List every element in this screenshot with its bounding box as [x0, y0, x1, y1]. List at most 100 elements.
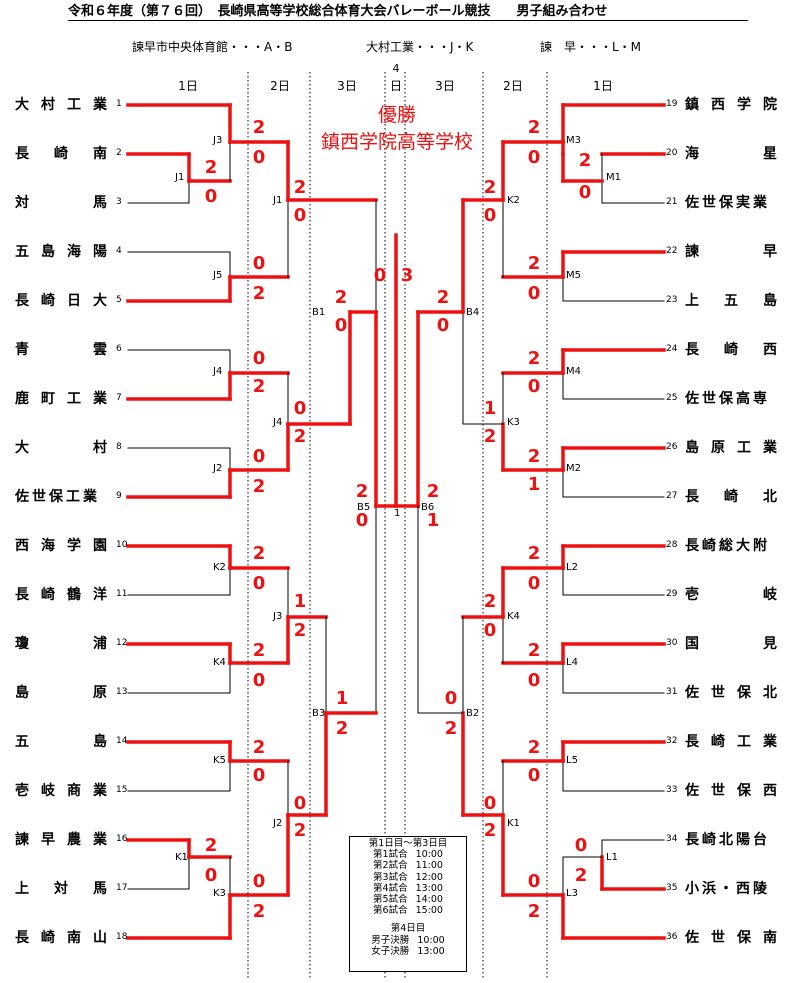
- team-34: 長崎北陽台: [685, 830, 777, 850]
- team-name: 佐世保北: [685, 685, 777, 701]
- match-label-j1b: J1: [273, 195, 283, 206]
- score-l-b5-top: 2: [355, 481, 369, 502]
- match-label-m4: M4: [566, 366, 581, 377]
- score-r-k4-bot: 0: [483, 620, 497, 641]
- team-name: 長崎工業: [685, 734, 777, 750]
- match-label-b1: B1: [312, 307, 326, 318]
- day-header-center-num: 4: [392, 62, 400, 75]
- team-21: 佐世保実業: [685, 193, 777, 213]
- venue-jk: 大村工業・・・J・K: [366, 40, 474, 54]
- match-label-j3: J3: [213, 135, 223, 146]
- score-r-b6-bot: 1: [426, 510, 440, 531]
- team-11: 長崎鶴洋: [15, 585, 107, 605]
- team-name: 瓊浦: [15, 636, 107, 652]
- score-r-k4-top: 2: [483, 591, 497, 612]
- seed-number: 20: [666, 148, 678, 158]
- team-name: 諫早: [685, 244, 777, 260]
- day-header-center: 日: [389, 79, 403, 93]
- seed-number: 5: [116, 295, 122, 305]
- match-label-j2b: J2: [273, 818, 283, 829]
- team-name: 佐世保実業: [685, 195, 770, 211]
- schedule-label: 第5試合: [373, 894, 408, 906]
- day-header-right-2: 2日: [503, 79, 523, 93]
- score-l-b1-bot: 0: [334, 315, 348, 336]
- seed-number: 2: [116, 148, 122, 158]
- team-32: 長崎工業: [685, 732, 777, 752]
- team-name: 島原: [15, 685, 107, 701]
- team-4: 五島海陽: [15, 242, 107, 262]
- match-label-k1: K1: [175, 852, 188, 863]
- match-label-b4: B4: [466, 307, 480, 318]
- team-22: 諫早: [685, 242, 777, 262]
- team-name: 青雲: [15, 342, 107, 358]
- match-label-l5: L5: [566, 755, 578, 766]
- score-final-right: 3: [400, 265, 414, 286]
- seed-number: 22: [666, 246, 678, 256]
- score-r-l3-bot: 2: [527, 901, 541, 922]
- match-label-j4b: J4: [273, 417, 283, 428]
- team-name: 長崎鶴洋: [15, 587, 107, 603]
- team-13: 島原: [15, 683, 107, 703]
- score-r-l4-bot: 0: [527, 670, 541, 691]
- team-10: 西海学園: [15, 536, 107, 556]
- seed-number: 16: [116, 834, 128, 844]
- seed-number: 28: [666, 540, 678, 550]
- venue-lm: 諫 早・・・L・M: [540, 40, 642, 54]
- seed-number: 33: [666, 785, 678, 795]
- score-l-b5-bot: 0: [355, 510, 369, 531]
- team-name: 長崎南山: [15, 930, 107, 946]
- score-r-k2-top: 2: [483, 177, 497, 198]
- match-label-j4a: J4: [213, 366, 223, 377]
- score-r-m4-bot: 0: [527, 376, 541, 397]
- seed-number: 26: [666, 442, 678, 452]
- match-label-m3: M3: [566, 135, 581, 146]
- score-l-j5-bot: 2: [252, 283, 266, 304]
- match-label-k2r: K2: [507, 195, 520, 206]
- team-7: 鹿町工業: [15, 389, 107, 409]
- schedule-label: 第2試合: [373, 860, 408, 872]
- score-r-l5-top: 2: [527, 737, 541, 758]
- score-l-j4a-top: 0: [252, 348, 266, 369]
- team-17: 上対馬: [15, 879, 107, 899]
- team-28: 長崎総大附: [685, 536, 777, 556]
- team-name: 海星: [685, 146, 777, 162]
- team-26: 島原工業: [685, 438, 777, 458]
- match-label-m1: M1: [606, 172, 621, 183]
- seed-number: 34: [666, 834, 678, 844]
- match-label-j2a: J2: [213, 463, 223, 474]
- score-r-b4-top: 2: [436, 287, 450, 308]
- schedule-label: 男子決勝: [371, 934, 410, 946]
- score-r-l1-top: 0: [574, 835, 588, 856]
- score-r-m4-top: 2: [527, 348, 541, 369]
- score-l-j4b-top: 0: [293, 398, 307, 419]
- day-header-left-3: 3日: [337, 79, 357, 93]
- seed-number: 8: [116, 442, 122, 452]
- score-r-l2-top: 2: [527, 543, 541, 564]
- seed-number: 13: [116, 687, 128, 697]
- score-l-j3b-bot: 2: [293, 620, 307, 641]
- schedule-time: 10:00: [417, 934, 445, 946]
- team-name: 長崎日大: [15, 293, 107, 309]
- team-name: 壱岐商業: [15, 783, 107, 799]
- score-r-l4-top: 2: [527, 640, 541, 661]
- team-14: 五島: [15, 732, 107, 752]
- match-label-k3r: K3: [507, 417, 520, 428]
- match-label-j3b: J3: [273, 611, 283, 622]
- match-label-k3: K3: [213, 888, 226, 899]
- score-r-m2-bot: 1: [527, 474, 541, 495]
- team-name: 長崎西: [685, 342, 777, 358]
- schedule-header-2: 第4日目: [390, 923, 426, 935]
- team-name: 佐世保高専: [685, 391, 770, 407]
- match-label-l3: L3: [566, 888, 578, 899]
- match-label-b3: B3: [312, 708, 326, 719]
- team-name: 大村工業: [15, 97, 107, 113]
- score-r-k2-bot: 0: [483, 205, 497, 226]
- score-l-j5-top: 0: [252, 253, 266, 274]
- score-l-j2a-bot: 2: [252, 476, 266, 497]
- score-r-k1-bot: 2: [483, 820, 497, 841]
- seed-number: 10: [116, 540, 128, 550]
- match-label-j5: J5: [213, 270, 223, 281]
